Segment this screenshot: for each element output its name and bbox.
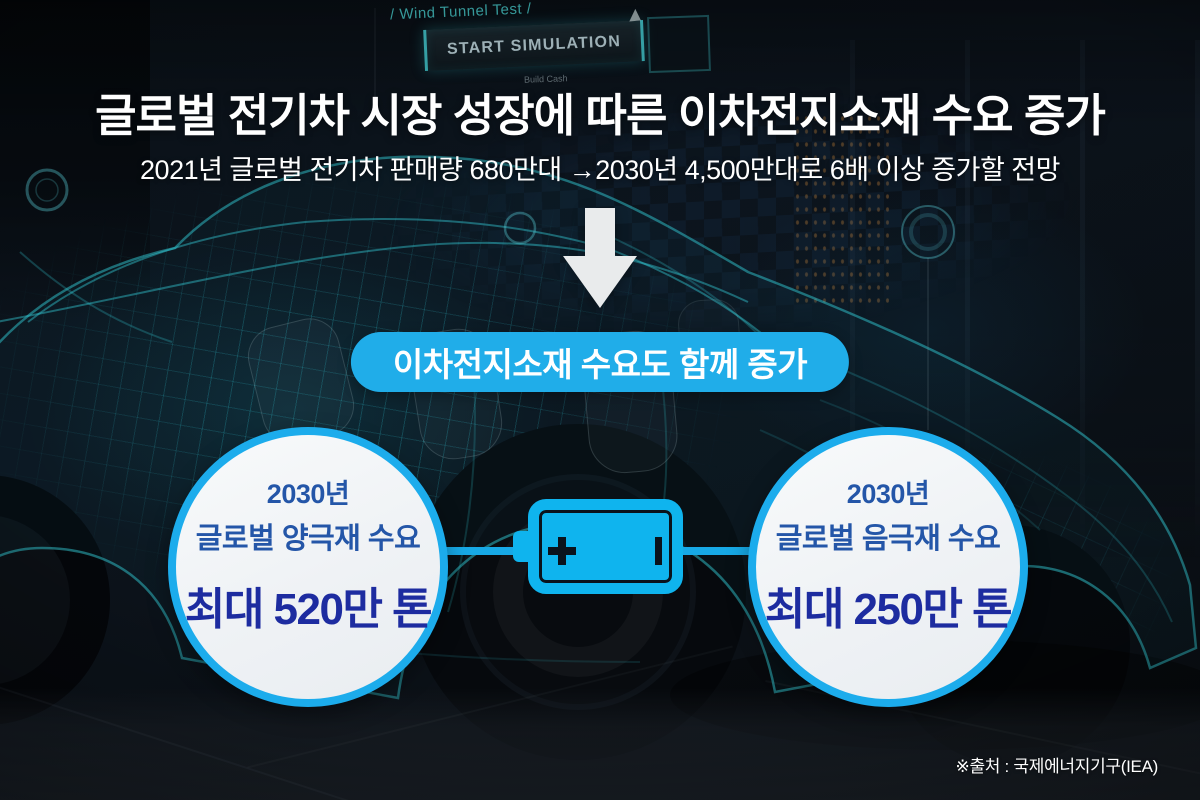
stat-value: 최대 520만 톤 [184,584,433,634]
background-floor [0,688,1200,800]
down-arrow-icon [563,208,637,308]
stat-circle-cathode: 2030년 글로벌 양극재 수요 최대 520만 톤 [168,427,448,707]
down-arrow-stem [585,208,615,258]
down-arrow-head [563,256,637,308]
stat-year: 2030년 [846,478,930,509]
stat-value: 최대 250만 톤 [764,584,1013,634]
source-citation: ※출처 : 국제에너지기구(IEA) [955,757,1159,776]
stat-label: 글로벌 음극재 수요 [775,522,1001,555]
highlight-pill: 이차전지소재 수요도 함께 증가 [350,332,850,392]
background-side-panel [647,14,711,74]
stat-label: 글로벌 양극재 수요 [195,522,421,555]
stat-year: 2030년 [266,478,350,509]
stat-circle-anode-content: 2030년 글로벌 음극재 수요 최대 250만 톤 [764,472,1013,637]
battery-icon [513,499,683,594]
page-title: 글로벌 전기차 시장 성장에 따른 이차전지소재 수요 증가 [95,90,1106,141]
stat-circle-cathode-content: 2030년 글로벌 양극재 수요 최대 520만 톤 [184,472,433,637]
start-simulation-label: START SIMULATION [446,32,622,58]
battery-plus-sign [558,537,566,565]
page-subtitle: 2021년 글로벌 전기차 판매량 680만대 →2030년 4,500만대로 … [140,155,1060,185]
battery-minus-bar [655,537,662,565]
stat-circle-anode: 2030년 글로벌 음극재 수요 최대 250만 톤 [748,427,1028,707]
